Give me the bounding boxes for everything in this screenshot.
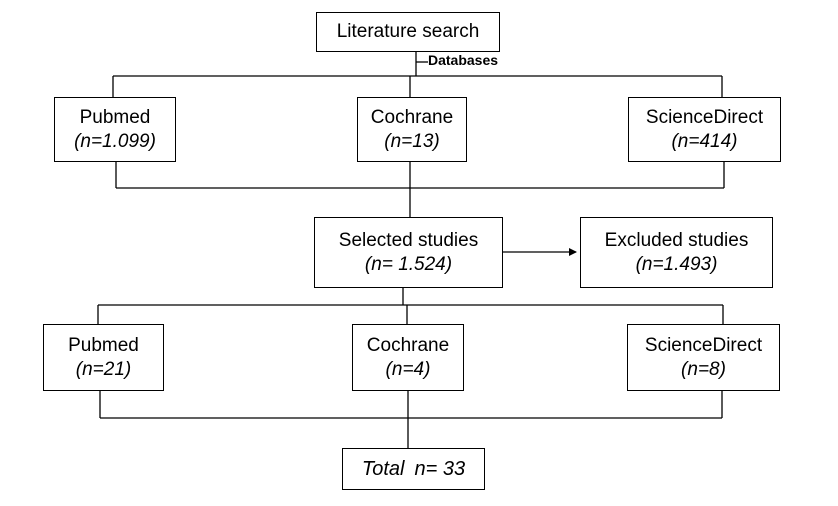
final-pubmed-count: (n=21) (75, 358, 132, 380)
final-cochrane-label: Cochrane (366, 334, 450, 356)
total-value: n= 33 (414, 457, 466, 480)
final-pubmed-box: Pubmed (n=21) (43, 324, 164, 391)
search-sciencedirect-box: ScienceDirect (n=414) (628, 97, 781, 162)
excluded-studies-box: Excluded studies (n=1.493) (580, 217, 773, 288)
total-word: Total (361, 457, 405, 480)
databases-label: Databases (428, 52, 499, 68)
final-cochrane-box: Cochrane (n=4) (352, 324, 464, 391)
final-pubmed-label: Pubmed (68, 334, 139, 356)
final-sciencedirect-count: (n=8) (681, 358, 726, 380)
final-cochrane-count: (n=4) (385, 358, 431, 380)
search-cochrane-count: (n=13) (384, 130, 440, 152)
excluded-studies-count: (n=1.493) (635, 253, 718, 275)
search-sciencedirect-count: (n=414) (671, 130, 738, 152)
excluded-studies-label: Excluded studies (604, 229, 749, 251)
search-pubmed-count: (n=1.099) (74, 130, 156, 152)
selected-studies-count: (n= 1.524) (364, 253, 453, 275)
total-box: Total n= 33 (342, 448, 485, 490)
final-sciencedirect-box: ScienceDirect (n=8) (627, 324, 780, 391)
final-sciencedirect-label: ScienceDirect (644, 334, 763, 356)
selected-studies-box: Selected studies (n= 1.524) (314, 217, 503, 288)
search-pubmed-box: Pubmed (n=1.099) (54, 97, 176, 162)
search-cochrane-box: Cochrane (n=13) (357, 97, 467, 162)
search-sciencedirect-label: ScienceDirect (645, 106, 764, 128)
literature-search-box: Literature search (316, 12, 500, 52)
search-pubmed-label: Pubmed (79, 106, 151, 128)
literature-search-label: Literature search (336, 21, 480, 43)
selected-studies-label: Selected studies (338, 229, 479, 251)
search-cochrane-label: Cochrane (370, 106, 454, 128)
